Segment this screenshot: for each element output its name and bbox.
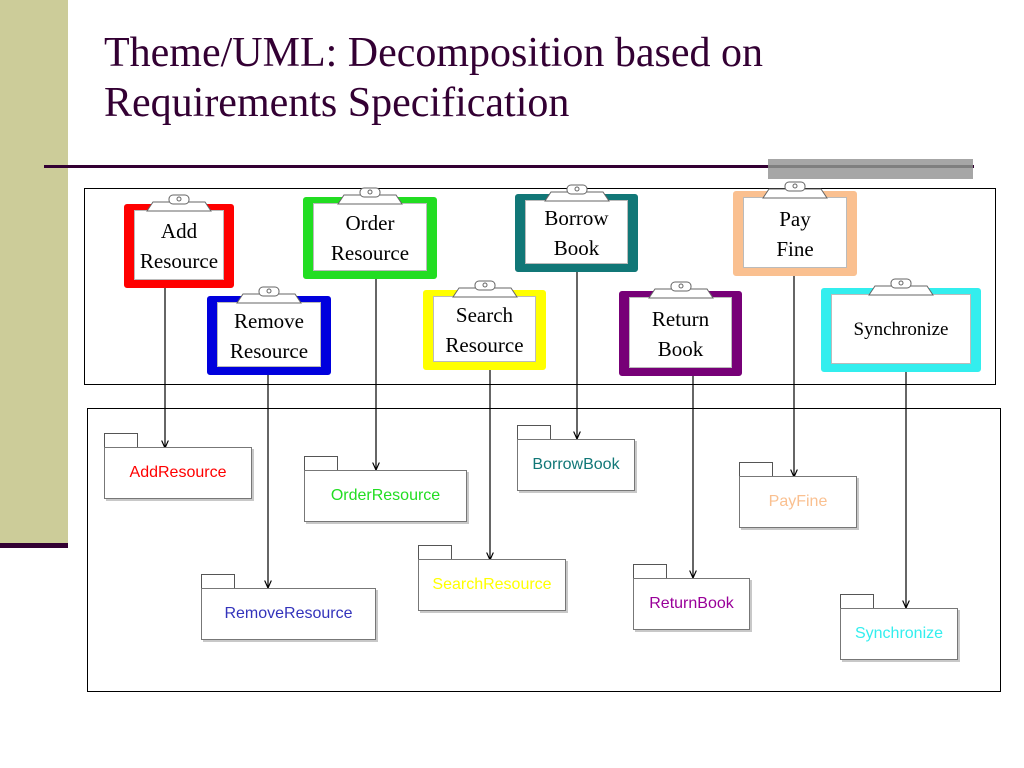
clipboard-clip-icon [762, 181, 828, 199]
package-label: BorrowBook [517, 439, 635, 491]
package-label: Synchronize [840, 608, 958, 660]
title-rule-shadow [768, 159, 973, 179]
slide-title-line-1: Theme/UML: Decomposition based on [104, 30, 764, 76]
clipboard-paper [134, 210, 224, 280]
theme-package-search-resource: SearchResource [418, 545, 566, 611]
theme-package-pay-fine: PayFine [739, 462, 857, 528]
clipboard-clip-icon [337, 187, 403, 205]
slide-title: Theme/UML: Decomposition based on Requir… [104, 28, 964, 128]
package-tab [418, 545, 452, 560]
requirements-frame [84, 188, 996, 385]
package-label: SearchResource [418, 559, 566, 611]
theme-package-return-book: ReturnBook [633, 564, 750, 630]
requirement-label: Synchronize [853, 319, 949, 340]
themes-frame [87, 408, 1001, 692]
requirement-clipboard-synchronize: Synchronize [821, 278, 981, 372]
left-accent-band-edge [0, 543, 68, 548]
package-label: OrderResource [304, 470, 467, 522]
package-tab [840, 594, 874, 609]
title-rule [44, 165, 974, 168]
theme-package-order-resource: OrderResource [304, 456, 467, 522]
package-tab [201, 574, 235, 589]
theme-package-synchronize: Synchronize [840, 594, 958, 660]
package-tab [739, 462, 773, 477]
clipboard-paper [313, 203, 427, 271]
clipboard-clip-icon [146, 194, 212, 212]
theme-package-borrow-book: BorrowBook [517, 425, 635, 491]
package-tab [104, 433, 138, 448]
package-label: PayFine [739, 476, 857, 528]
clipboard-paper [743, 197, 847, 268]
package-label: AddResource [104, 447, 252, 499]
clipboard-paper [433, 296, 536, 362]
clipboard-clip-icon [236, 286, 302, 304]
clipboard-paper [217, 302, 321, 367]
clipboard-clip-icon [451, 280, 518, 298]
theme-package-remove-resource: RemoveResource [201, 574, 376, 640]
package-tab [633, 564, 667, 579]
slide-title-line-2: Requirements Specification [104, 80, 570, 126]
title-rule-accent [768, 165, 973, 168]
clipboard-paper [525, 200, 628, 264]
package-label: ReturnBook [633, 578, 750, 630]
package-label: RemoveResource [201, 588, 376, 640]
theme-package-add-resource: AddResource [104, 433, 252, 499]
clipboard-paper [629, 297, 732, 368]
clipboard-paper [831, 294, 971, 364]
clipboard-clip-icon [543, 184, 610, 202]
package-tab [517, 425, 551, 440]
left-accent-band [0, 0, 68, 547]
clipboard-clip-icon [868, 278, 934, 296]
package-tab [304, 456, 338, 471]
clipboard-clip-icon [647, 281, 714, 299]
